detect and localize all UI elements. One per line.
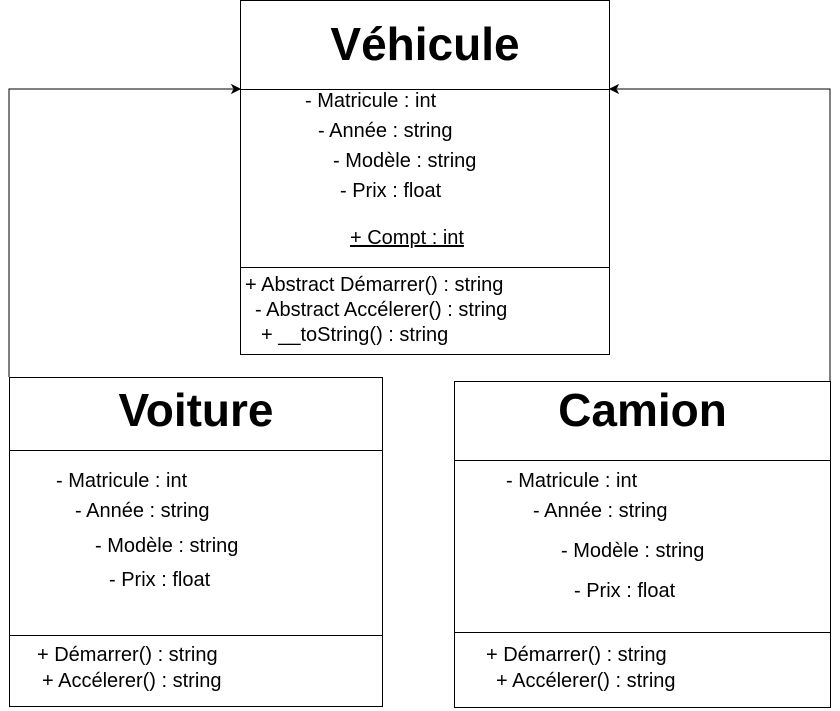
class-vehicule-header-divider — [241, 89, 609, 90]
class-camion[interactable]: Camion - Matricule : int - Année : strin… — [454, 381, 831, 708]
vehicule-method-demarrer: + Abstract Démarrer() : string — [245, 274, 504, 296]
voiture-attribute-modele: - Modèle : string — [95, 535, 239, 557]
voiture-attribute-matricule: - Matricule : int — [56, 470, 188, 492]
vehicule-attribute-matricule: - Matricule : int — [305, 90, 437, 112]
voiture-to-vehicule-arrowhead — [230, 83, 242, 95]
vehicule-static-attribute-compt: + Compt : int — [350, 227, 464, 249]
camion-to-vehicule-arrowhead — [608, 83, 620, 95]
class-voiture-header-divider — [10, 450, 382, 451]
class-voiture-methods-divider — [10, 635, 382, 636]
class-voiture-name: Voiture — [118, 384, 274, 436]
voiture-attribute-annee: - Année : string — [75, 500, 210, 522]
voiture-method-demarrer: + Démarrer() : string — [37, 644, 218, 666]
camion-attribute-prix: - Prix : float — [574, 580, 676, 602]
class-camion-methods-divider — [455, 632, 830, 633]
camion-attribute-matricule: - Matricule : int — [506, 470, 638, 492]
camion-attribute-modele: - Modèle : string — [561, 540, 705, 562]
class-vehicule[interactable]: Véhicule - Matricule : int - Année : str… — [240, 0, 610, 355]
camion-method-accelerer: + Accélerer() : string — [496, 670, 676, 692]
vehicule-method-tostring: + __toString() : string — [261, 324, 449, 346]
voiture-method-accelerer: + Accélerer() : string — [42, 670, 222, 692]
voiture-to-vehicule-connector — [8, 88, 233, 377]
class-camion-name: Camion — [558, 384, 727, 436]
camion-method-demarrer: + Démarrer() : string — [486, 644, 667, 666]
camion-to-vehicule-connector — [617, 88, 831, 381]
class-vehicule-name: Véhicule — [330, 18, 520, 70]
class-voiture[interactable]: Voiture - Matricule : int - Année : stri… — [9, 377, 383, 707]
class-vehicule-methods-divider — [241, 267, 609, 268]
vehicule-attribute-annee: - Année : string — [318, 120, 453, 142]
camion-attribute-annee: - Année : string — [533, 500, 668, 522]
voiture-attribute-prix: - Prix : float — [109, 569, 211, 591]
vehicule-attribute-modele: - Modèle : string — [333, 150, 477, 172]
vehicule-method-accelerer: - Abstract Accélerer() : string — [255, 299, 508, 321]
vehicule-attribute-prix: - Prix : float — [340, 180, 442, 202]
class-camion-header-divider — [455, 460, 830, 461]
